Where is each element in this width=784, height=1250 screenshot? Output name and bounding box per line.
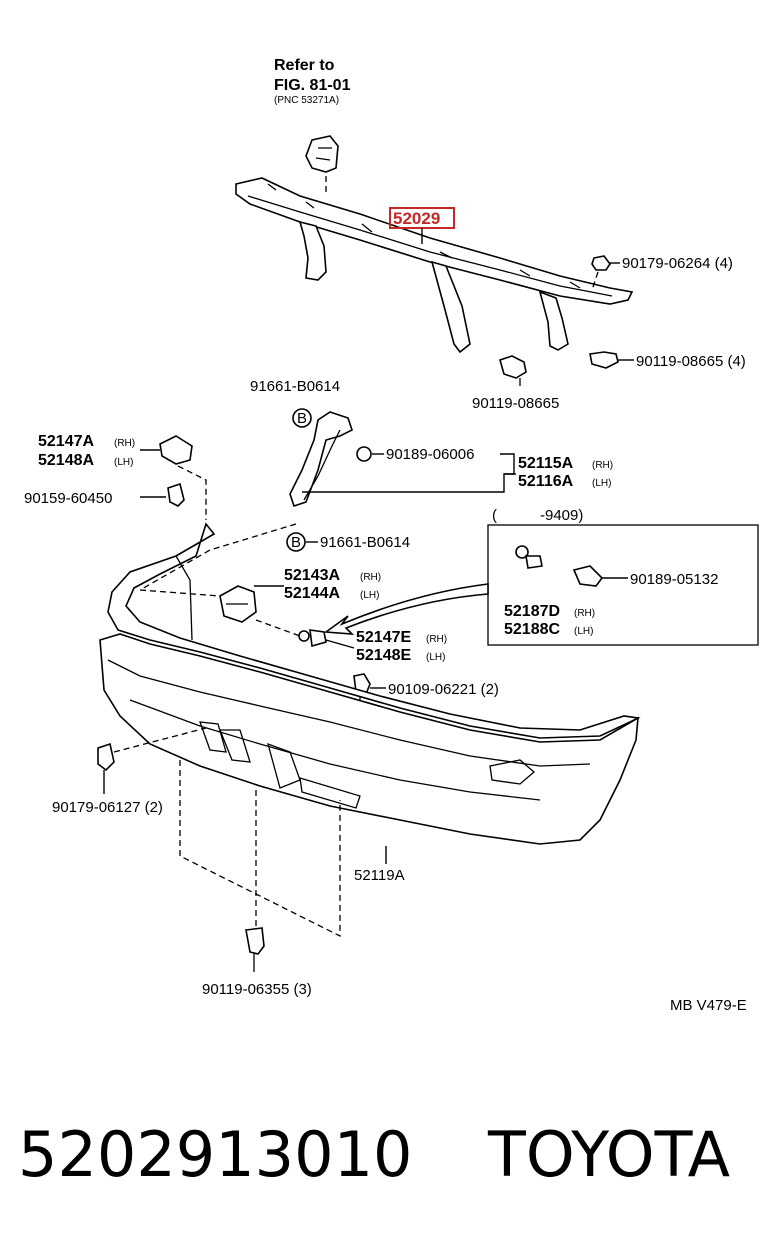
nut-icon-2 [97,742,115,772]
diagram-code: MB V479-E [670,997,747,1014]
side-brace-drawing [289,411,353,508]
bracket-icon [159,435,193,465]
reference-line-3: (PNC 53271A) [274,95,339,106]
label-52187d[interactable]: 52187D [504,603,560,620]
label-52148a-lh: (LH) [114,457,133,468]
screw-icon [167,482,185,507]
rivet-icon [515,545,543,569]
label-52144a-lh: (LH) [360,590,379,601]
circle-mark-top-letter: B [297,410,307,427]
bolt-icon [589,351,619,369]
label-52147e-rh: (RH) [426,634,447,645]
footer-brand: TOYOTA [487,1118,730,1191]
label-52115a[interactable]: 52115A [518,455,574,472]
circle-mark-top [292,408,312,428]
label-52148a[interactable]: 52148A [38,452,94,469]
callout-90119-08665[interactable]: 90119-08665 [472,395,559,412]
bumper-cover-drawing [99,522,641,845]
label-52147a[interactable]: 52147A [38,433,94,450]
variant-box-date: -9409) [540,507,583,524]
label-52144a[interactable]: 52144A [284,585,340,602]
label-52188c-lh: (LH) [574,626,593,637]
callout-90189-05132[interactable]: 90189-05132 [630,571,718,588]
callout-90159-60450[interactable]: 90159-60450 [24,490,112,507]
label-52187d-rh: (RH) [574,608,595,619]
label-52116a[interactable]: 52116A [518,473,574,490]
circle-mark-bottom [286,532,306,552]
variant-box-open: ( [492,507,497,524]
callout-90119-08665-4[interactable]: 90119-08665 (4) [636,353,746,370]
callout-90179-06127[interactable]: 90179-06127 (2) [52,799,163,816]
callout-90119-06355[interactable]: 90119-06355 (3) [202,981,312,998]
clip-icon [356,446,372,462]
label-52148e-lh: (LH) [426,652,445,663]
callout-90189-06006[interactable]: 90189-06006 [386,446,474,463]
label-52116a-lh: (LH) [592,478,611,489]
callout-90109-06221[interactable]: 90109-06221 (2) [388,681,499,698]
nut-icon [591,255,611,271]
bolt-icon-4 [245,927,265,972]
callout-91661-b0614-top[interactable]: 91661-B0614 [250,378,340,395]
callout-52119a[interactable]: 52119A [354,867,405,884]
center-bracket-icon [219,585,257,623]
label-52147e[interactable]: 52147E [356,629,411,646]
callout-91661-b0614-bottom[interactable]: 91661-B0614 [320,534,410,551]
label-52143a-rh: (RH) [360,572,381,583]
circle-mark-bottom-letter: B [291,534,301,551]
label-52188c[interactable]: 52188C [504,621,560,638]
reference-clip-drawing [305,135,339,196]
label-52115a-rh: (RH) [592,460,613,471]
highlight-part-number[interactable]: 52029 [393,209,440,228]
reference-line-1: Refer to [274,57,335,74]
callout-90179-06264[interactable]: 90179-06264 (4) [622,255,733,272]
bolt-icon-2 [499,355,527,386]
arrow-icon [323,583,489,635]
footer-part-number: 5202913010 [18,1118,412,1191]
upper-reinforcement-drawing [235,177,634,354]
reference-line-2: FIG. 81-01 [274,77,351,94]
clip-e-icon [298,629,327,648]
label-52143a[interactable]: 52143A [284,567,340,584]
fastener-icon [572,565,604,587]
label-52147a-rh: (RH) [114,438,135,449]
label-52148e[interactable]: 52148E [356,647,411,664]
